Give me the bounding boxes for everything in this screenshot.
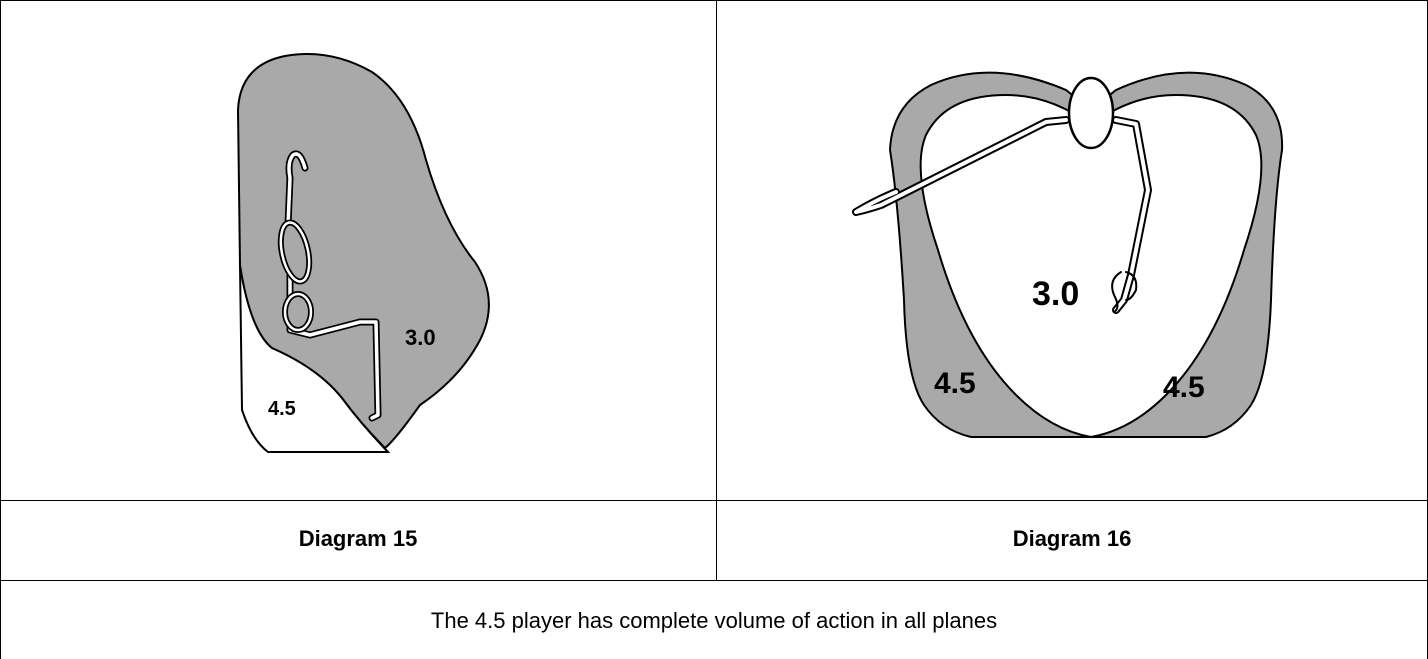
footer-note: The 4.5 player has complete volume of ac…	[430, 608, 998, 633]
diagram-16-figure: 3.0 4.5 4.5	[852, 71, 1284, 439]
diagram-15-label-3-0: 3.0	[405, 325, 436, 350]
diagram-15-player-figure	[277, 150, 382, 422]
table-column-divider	[716, 0, 717, 580]
diagram-15-caption: Diagram 15	[298, 526, 418, 551]
diagram-16-label-4-5-right: 4.5	[1163, 371, 1205, 404]
diagram-16-caption: Diagram 16	[1012, 526, 1132, 551]
diagram-16-label-3-0: 3.0	[1032, 275, 1079, 313]
table-row-divider-2	[0, 580, 1428, 581]
table-border-top	[0, 0, 1428, 1]
diagram-15-figure: 3.0 4.5	[236, 53, 490, 453]
table-border-left	[0, 0, 1, 659]
diagram-16-label-4-5-left: 4.5	[934, 367, 976, 400]
table-row-divider-1	[0, 500, 1428, 501]
diagram-15-label-4-5: 4.5	[268, 398, 296, 420]
diagram-16-player-figure	[852, 76, 1152, 314]
